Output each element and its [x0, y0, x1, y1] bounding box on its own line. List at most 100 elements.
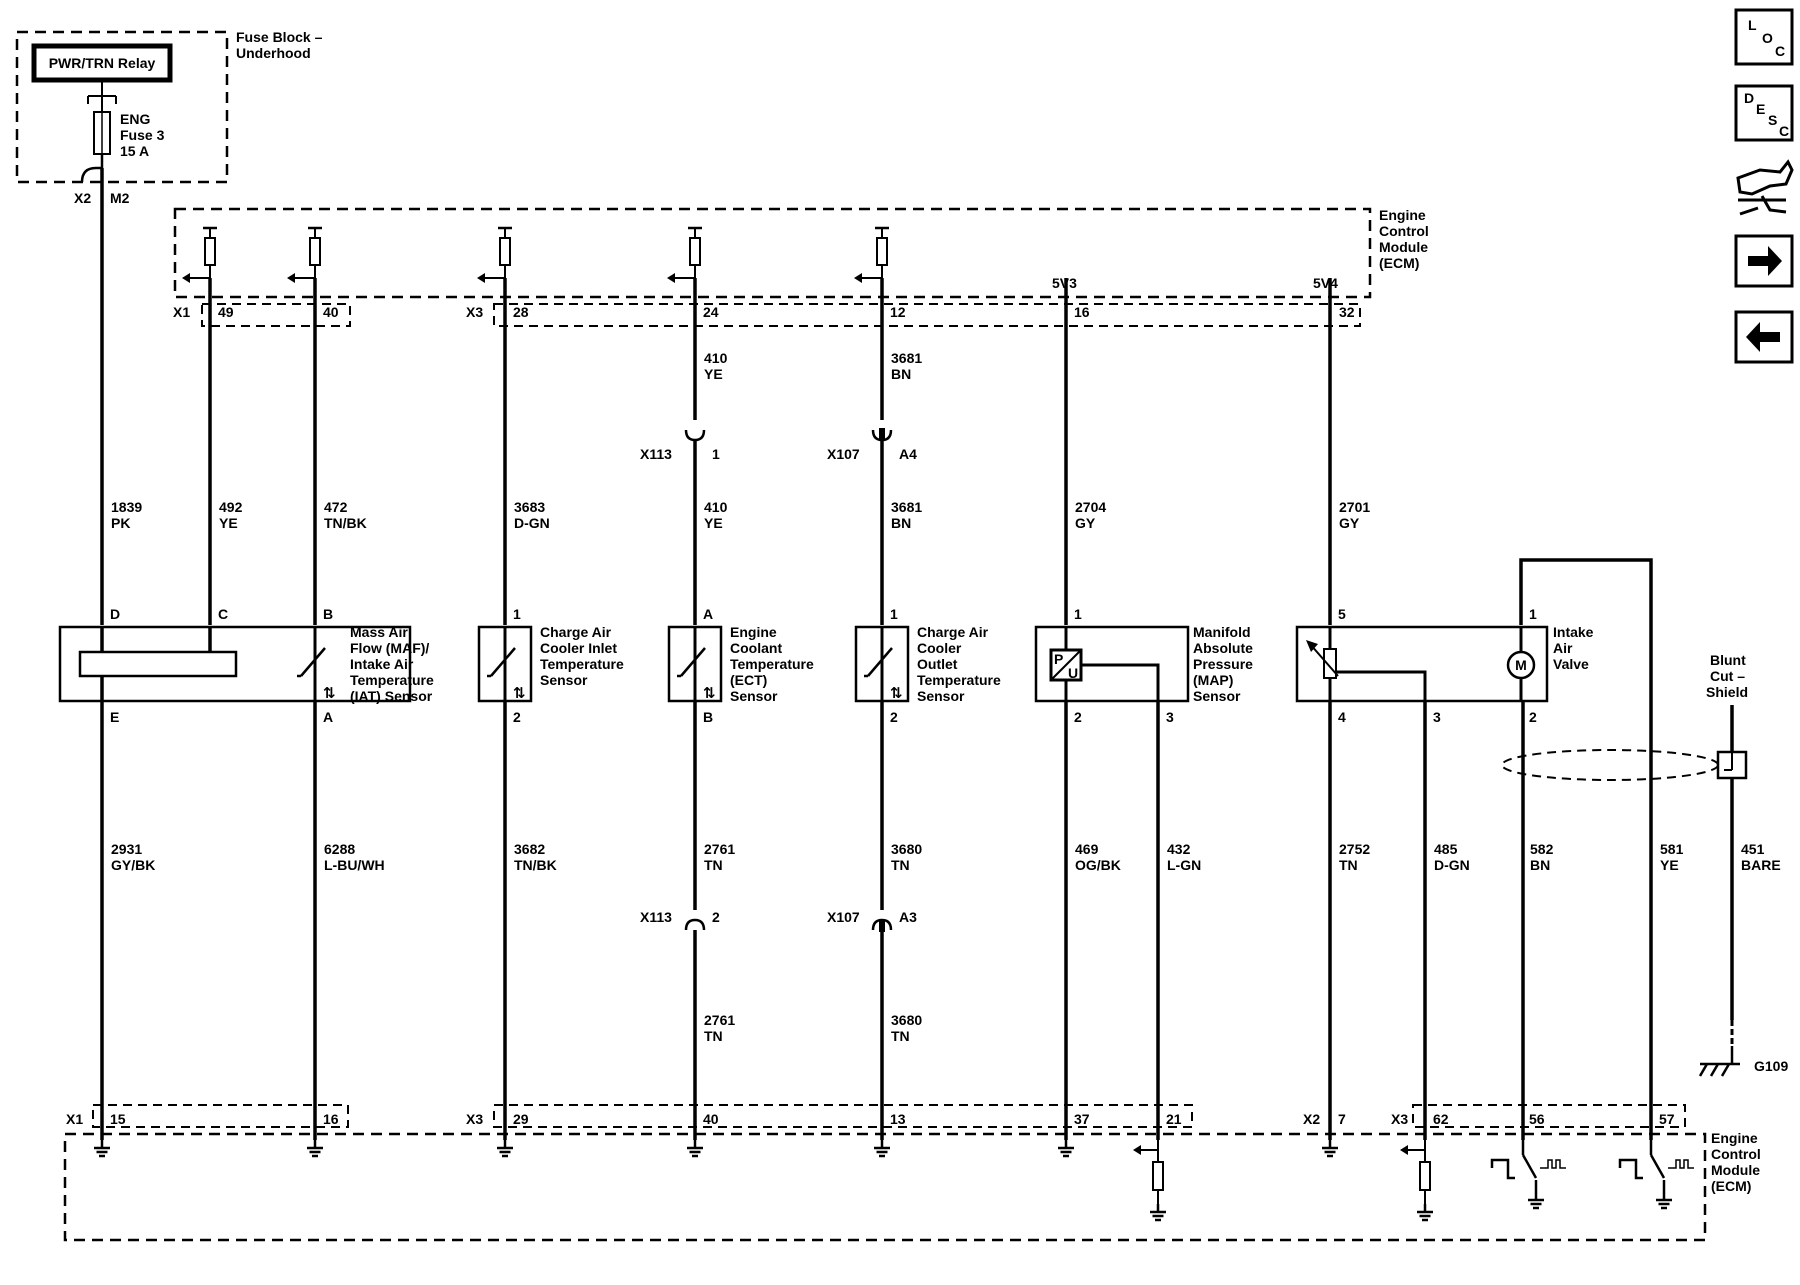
svg-text:56: 56 — [1529, 1111, 1545, 1127]
svg-text:Temperature: Temperature — [917, 672, 1001, 688]
svg-text:Underhood: Underhood — [236, 45, 311, 61]
svg-text:3680: 3680 — [891, 841, 922, 857]
inline-connector-x107: X107 A4 X107 A3 — [827, 428, 917, 932]
svg-text:O: O — [1762, 30, 1773, 46]
wire-labels-lower: 2931 GY/BK 6288 L-BU/WH 3682 TN/BK 2761 … — [111, 841, 1781, 1044]
svg-text:40: 40 — [323, 304, 339, 320]
svg-text:U: U — [1068, 665, 1078, 681]
svg-text:C: C — [1775, 43, 1785, 59]
svg-text:6288: 6288 — [324, 841, 355, 857]
svg-text:X3: X3 — [466, 1111, 483, 1127]
svg-text:1: 1 — [513, 606, 521, 622]
svg-text:X1: X1 — [66, 1111, 83, 1127]
svg-text:1: 1 — [712, 446, 720, 462]
nav-desc-button[interactable]: D E S C — [1734, 84, 1794, 142]
svg-text:M2: M2 — [110, 190, 130, 206]
svg-text:3: 3 — [1166, 709, 1174, 725]
svg-text:Temperature: Temperature — [730, 656, 814, 672]
svg-text:(ECT): (ECT) — [730, 672, 767, 688]
svg-text:7: 7 — [1338, 1111, 1346, 1127]
svg-text:581: 581 — [1660, 841, 1684, 857]
svg-text:Mass Air: Mass Air — [350, 624, 408, 640]
svg-text:Pressure: Pressure — [1193, 656, 1253, 672]
desc-icon: D — [1744, 90, 1754, 106]
svg-text:451: 451 — [1741, 841, 1765, 857]
svg-text:3681: 3681 — [891, 499, 922, 515]
svg-text:PWR/TRN Relay: PWR/TRN Relay — [49, 55, 156, 71]
svg-text:Charge Air: Charge Air — [540, 624, 612, 640]
svg-text:Air: Air — [1553, 640, 1573, 656]
svg-text:X2: X2 — [74, 190, 91, 206]
svg-text:2: 2 — [1529, 709, 1537, 725]
svg-text:(IAT) Sensor: (IAT) Sensor — [350, 688, 433, 704]
svg-text:3680: 3680 — [891, 1012, 922, 1028]
svg-text:X113: X113 — [640, 909, 672, 925]
svg-text:C: C — [1779, 123, 1789, 139]
svg-text:472: 472 — [324, 499, 348, 515]
svg-text:TN: TN — [891, 1028, 910, 1044]
svg-text:2752: 2752 — [1339, 841, 1370, 857]
svg-text:C: C — [218, 606, 228, 622]
driver-57 — [1618, 1140, 1694, 1210]
fuse-block: Fuse Block – Underhood PWR/TRN Relay ENG… — [15, 29, 323, 206]
svg-text:(ECM): (ECM) — [1711, 1178, 1751, 1194]
wire-labels-upper: 1839 PK 492 YE 472 TN/BK 3683 D-GN 410 Y… — [111, 350, 1370, 531]
nav-loc-button[interactable]: L O C — [1734, 8, 1794, 66]
svg-text:BN: BN — [891, 366, 911, 382]
svg-text:5V4: 5V4 — [1313, 275, 1338, 291]
svg-text:D-GN: D-GN — [1434, 857, 1470, 873]
svg-text:582: 582 — [1530, 841, 1554, 857]
loc-icon: L — [1748, 17, 1757, 33]
svg-text:ENG: ENG — [120, 111, 150, 127]
svg-text:3682: 3682 — [514, 841, 545, 857]
svg-text:S: S — [1768, 112, 1777, 128]
svg-text:A4: A4 — [899, 446, 917, 462]
nav-back-button[interactable] — [1734, 310, 1794, 364]
svg-text:Cooler Inlet: Cooler Inlet — [540, 640, 617, 656]
svg-text:X107: X107 — [827, 446, 860, 462]
svg-text:Control: Control — [1711, 1146, 1761, 1162]
svg-text:1: 1 — [1074, 606, 1082, 622]
svg-text:D-GN: D-GN — [514, 515, 550, 531]
nav-vehicle-button[interactable] — [1736, 159, 1794, 216]
svg-text:Charge Air: Charge Air — [917, 624, 989, 640]
svg-text:2: 2 — [513, 709, 521, 725]
nav-forward-button[interactable] — [1734, 234, 1794, 288]
inline-connector-x113: X113 1 X113 2 — [640, 429, 720, 931]
svg-text:X2: X2 — [1303, 1111, 1320, 1127]
svg-text:485: 485 — [1434, 841, 1458, 857]
svg-text:432: 432 — [1167, 841, 1191, 857]
svg-text:GY/BK: GY/BK — [111, 857, 155, 873]
svg-text:2931: 2931 — [111, 841, 142, 857]
svg-text:A: A — [703, 606, 713, 622]
svg-text:⇅: ⇅ — [890, 685, 903, 702]
svg-text:Cooler: Cooler — [917, 640, 962, 656]
svg-text:4: 4 — [1338, 709, 1346, 725]
svg-text:X107: X107 — [827, 909, 860, 925]
svg-text:BARE: BARE — [1741, 857, 1781, 873]
svg-text:Absolute: Absolute — [1193, 640, 1253, 656]
svg-text:469: 469 — [1075, 841, 1099, 857]
svg-text:TN: TN — [891, 857, 910, 873]
ecm-top-box: Engine Control Module (ECM) 5V3 5V4 X1 4… — [173, 207, 1429, 327]
svg-text:Shield: Shield — [1706, 684, 1748, 700]
svg-text:1: 1 — [1529, 606, 1537, 622]
svg-text:A3: A3 — [899, 909, 917, 925]
ecm-bottom-box: X1 15 16 X3 29 40 13 37 21 X2 7 X3 62 56… — [63, 1104, 1761, 1242]
vehicle-tools-icon — [1736, 159, 1794, 216]
svg-text:Sensor: Sensor — [540, 672, 588, 688]
svg-text:BN: BN — [1530, 857, 1550, 873]
svg-text:YE: YE — [704, 366, 723, 382]
svg-text:29: 29 — [513, 1111, 529, 1127]
svg-text:16: 16 — [1074, 304, 1090, 320]
svg-text:Manifold: Manifold — [1193, 624, 1251, 640]
svg-text:Temperature: Temperature — [350, 672, 434, 688]
intake-air-valve: M 5 1 4 3 2 Intake Air Valve — [1295, 606, 1594, 725]
svg-text:⇅: ⇅ — [323, 685, 336, 702]
svg-text:X3: X3 — [466, 304, 483, 320]
svg-text:2761: 2761 — [704, 1012, 735, 1028]
maf-iat-sensor: ⇅ D C B E A Mass Air Flow (MAF)/ Intake … — [58, 606, 434, 725]
svg-text:32: 32 — [1339, 304, 1355, 320]
svg-text:3683: 3683 — [514, 499, 545, 515]
svg-text:5: 5 — [1338, 606, 1346, 622]
